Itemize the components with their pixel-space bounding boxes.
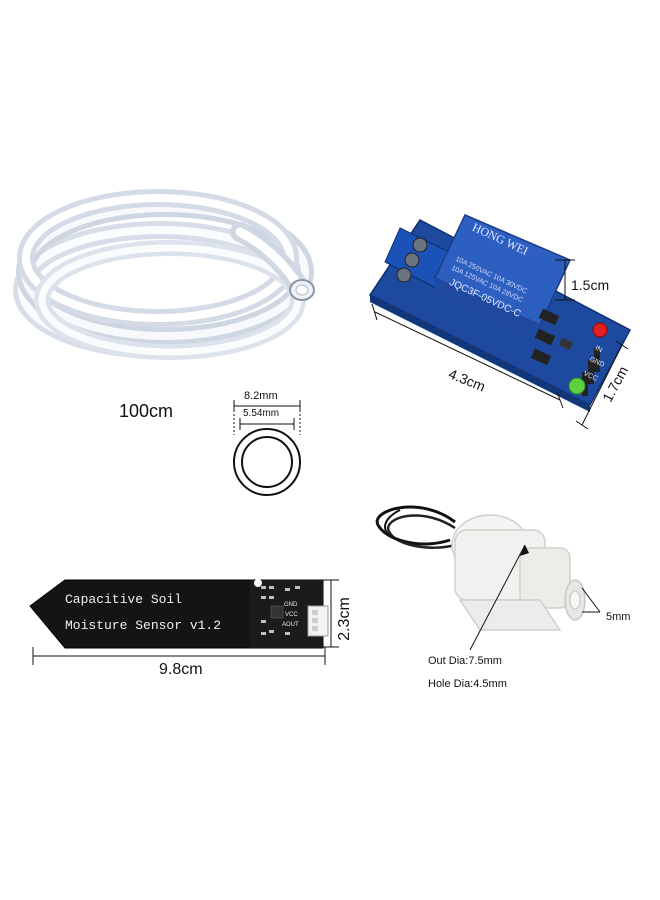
tube-inner-diameter-label: 5.54mm bbox=[243, 408, 280, 419]
soil-sensor-image bbox=[25, 570, 345, 660]
pump-outlet-label: 5mm bbox=[606, 611, 631, 623]
sensor-title-line-1: Capacitive Soil bbox=[65, 592, 183, 607]
sensor-pin-aout: AOUT bbox=[282, 622, 299, 628]
sensor-title-line-2: Moisture Sensor v1.2 bbox=[65, 618, 222, 633]
tube-length-label: 100cm bbox=[119, 401, 174, 421]
sensor-length-label: 9.8cm bbox=[159, 661, 203, 678]
tube-outer-diameter-label: 8.2mm bbox=[244, 390, 278, 402]
sensor-pin-vcc: VCC bbox=[285, 612, 298, 618]
relay-dimension-lines bbox=[360, 240, 660, 440]
pump-hole-diameter-label: Hole Dia:4.5mm bbox=[428, 678, 507, 690]
pump-outer-diameter-label: Out Dia:7.5mm bbox=[428, 655, 502, 667]
sensor-width-label: 2.3cm bbox=[335, 597, 353, 641]
relay-height-label: 1.5cm bbox=[571, 277, 610, 293]
water-pump-image bbox=[360, 490, 660, 670]
relay-module-image bbox=[360, 200, 660, 430]
tube-cross-section-diagram bbox=[220, 380, 320, 500]
sensor-dimension-lines bbox=[25, 575, 345, 675]
tube-coil-image bbox=[0, 0, 330, 400]
sensor-pin-gnd: GND bbox=[284, 602, 298, 608]
